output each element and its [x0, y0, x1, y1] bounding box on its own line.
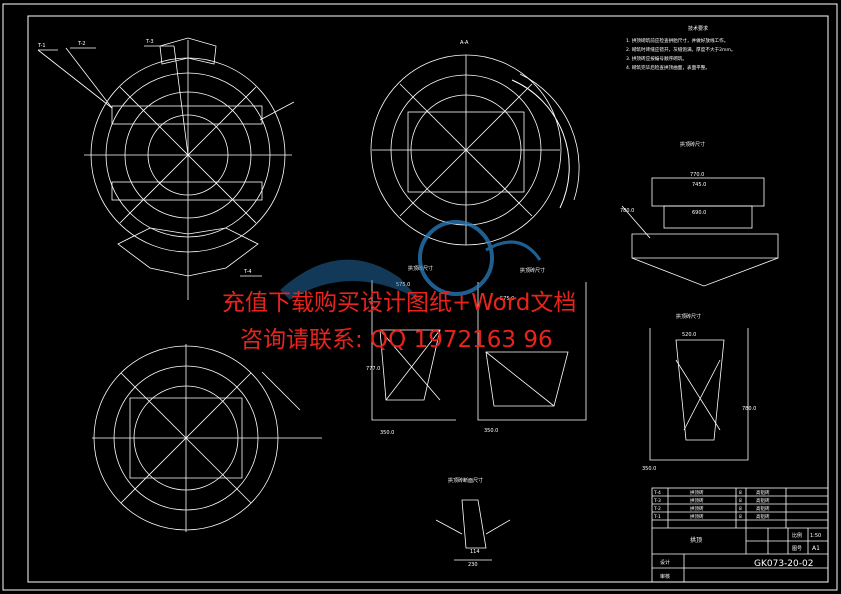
dim-d3-top: 575.0: [500, 296, 514, 302]
dim-d1-mid: 745.0: [692, 182, 706, 188]
part-name-cell: 拱顶砖: [690, 505, 704, 512]
dim-d1-bot: 690.0: [692, 210, 706, 216]
section-title: 拱顶砖断面尺寸: [448, 477, 483, 484]
detail-4: [649, 328, 749, 461]
watermark-line-2: 咨询请联系: QQ 1972163 96: [240, 327, 553, 353]
dim-d1-side: 780.0: [620, 208, 634, 214]
scale-value: 1:50: [810, 533, 821, 539]
dim-d3-bot: 350.0: [484, 428, 498, 434]
leader-label-t2: T-2: [77, 41, 86, 47]
leader-label-t3: T-3: [145, 39, 154, 45]
notes-lines: 1. 拱顶砌筑前应检查拱胎尺寸，并做好放线工作。 2. 砌筑时砖缝应错开，灰缝饱满…: [626, 37, 736, 71]
section-view: [435, 499, 511, 561]
detail-3-title: 拱顶砖尺寸: [520, 267, 545, 274]
detail-2: [371, 280, 456, 421]
dim-d2-side: 777.0: [366, 366, 380, 372]
part-material: 高铝砖: [756, 489, 770, 496]
leader-label-t4: T-4: [243, 269, 252, 275]
part-code: T-1: [653, 514, 661, 520]
row-label-review: 审核: [660, 573, 670, 580]
dim-d4-top: 520.0: [682, 332, 696, 338]
detail-3: [477, 282, 587, 421]
drawing-code: GK073-20-02: [754, 559, 813, 569]
dim-sec-h: 230: [468, 562, 478, 568]
notes-line: 4. 砌筑完毕后检查拱顶曲面，表面平整。: [626, 64, 710, 71]
view-top-middle: [370, 54, 580, 246]
title-block: [651, 487, 829, 583]
part-qty: 8: [739, 514, 742, 520]
dim-d1-top: 770.0: [690, 172, 704, 178]
scale-label: 比例: [792, 532, 802, 539]
part-material: 高铝砖: [756, 497, 770, 504]
part-name: 拱顶: [690, 536, 702, 544]
outer-border: [2, 3, 838, 591]
dim-d2-bot: 350.0: [380, 430, 394, 436]
part-qty: 8: [739, 490, 742, 496]
detail-1: [621, 177, 779, 287]
dim-d4-bot: 350.0: [642, 466, 656, 472]
part-code: T-2: [653, 506, 661, 512]
leader-label-t1: T-1: [37, 43, 46, 49]
row-label-design: 设计: [660, 559, 670, 566]
view-bottom-left: [92, 344, 322, 532]
notes-line: 2. 砌筑时砖缝应错开，灰缝饱满，厚度不大于2mm。: [626, 46, 736, 53]
part-qty: 8: [739, 506, 742, 512]
notes-line: 3. 拱顶砖应按编号顺序砌筑。: [626, 55, 687, 62]
dim-sec-w: 114: [470, 549, 480, 555]
watermark-line-1: 充值下载购买设计图纸+Word文档: [222, 290, 577, 316]
part-material: 高铝砖: [756, 513, 770, 520]
inner-border: [27, 15, 829, 583]
part-code: T-3: [653, 498, 661, 504]
detail-4-title: 拱顶砖尺寸: [676, 313, 701, 320]
part-material: 高铝砖: [756, 505, 770, 512]
sheet-size: A1: [812, 545, 820, 552]
parts-table: T-4 拱顶砖 8 高铝砖 T-3 拱顶砖 8 高铝砖 T-2 拱顶砖 8 高铝砖 T-1 拱顶砖 8 高铝砖: [653, 489, 770, 520]
part-qty: 8: [739, 498, 742, 504]
dim-d2-top: 575.0: [396, 282, 410, 288]
part-name-cell: 拱顶砖: [690, 497, 704, 504]
detail-1-title: 拱顶砖尺寸: [680, 141, 705, 148]
part-code: T-4: [653, 490, 661, 496]
notes-line: 1. 拱顶砌筑前应检查拱胎尺寸，并做好放线工作。: [626, 37, 728, 44]
logo-watermark: [280, 220, 542, 300]
view-top-left: [37, 37, 295, 300]
view-label-a-a: A-A: [460, 40, 469, 46]
part-name-cell: 拱顶砖: [690, 513, 704, 520]
part-name-cell: 拱顶砖: [690, 489, 704, 496]
sheet-label: 图号: [792, 546, 802, 552]
notes-heading: 技术要求: [688, 25, 708, 32]
dim-d4-side: 780.0: [742, 406, 756, 412]
